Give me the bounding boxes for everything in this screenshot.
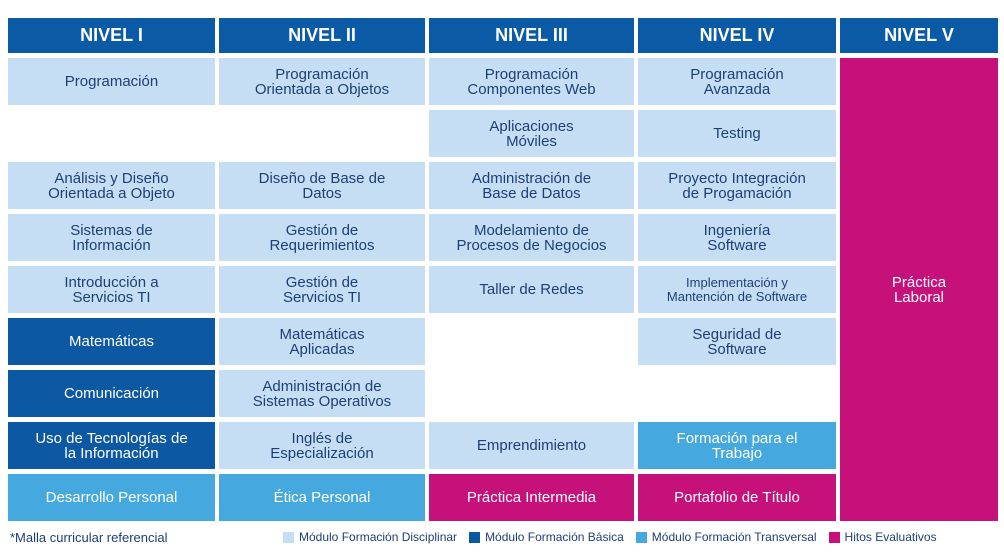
course-cell: Administración de Base de Datos [429, 162, 634, 209]
legend-label: Módulo Formación Básica [485, 530, 624, 544]
legend-item-hitos: Hitos Evaluativos [828, 530, 937, 544]
header-nivel-2: NIVEL II [219, 18, 425, 53]
course-cell: Ingeniería Software [638, 214, 836, 261]
course-cell: Uso de Tecnologías de la Información [8, 422, 215, 469]
legend-swatch [635, 531, 647, 543]
header-nivel-4: NIVEL IV [638, 18, 836, 53]
course-cell: Seguridad de Software [638, 318, 836, 365]
header-nivel-3: NIVEL III [429, 18, 634, 53]
course-cell: Análisis y Diseño Orientada a Objeto [8, 162, 215, 209]
legend-label: Módulo Formación Transversal [651, 530, 817, 544]
course-cell: Gestión de Servicios TI [219, 266, 425, 313]
course-cell: Comunicación [8, 370, 215, 417]
course-cell: Gestión de Requerimientos [219, 214, 425, 261]
legend-item-basica: Módulo Formación Básica [469, 530, 624, 544]
course-cell: Administración de Sistemas Operativos [219, 370, 425, 417]
course-cell: Implementación y Mantención de Software [638, 266, 836, 313]
legend-swatch [828, 531, 840, 543]
course-cell: Programación Avanzada [638, 58, 836, 105]
milestone-cell: Práctica Laboral [840, 58, 998, 521]
course-cell: Matemáticas Aplicadas [219, 318, 425, 365]
header-nivel-5: NIVEL V [840, 18, 998, 53]
course-cell: Programación Orientada a Objetos [219, 58, 425, 105]
legend-item-transversal: Módulo Formación Transversal [635, 530, 817, 544]
course-cell: Desarrollo Personal [8, 474, 215, 521]
course-cell: Sistemas de Información [8, 214, 215, 261]
course-cell: Programación Componentes Web [429, 58, 634, 105]
legend: Módulo Formación Disciplinar Módulo Form… [283, 530, 937, 544]
legend-item-disciplinar: Módulo Formación Disciplinar [283, 530, 457, 544]
legend-swatch [283, 531, 294, 543]
curriculum-grid: NIVEL I NIVEL II NIVEL III NIVEL IV NIVE… [8, 18, 998, 521]
course-cell: Testing [638, 110, 836, 157]
legend-swatch [469, 531, 481, 543]
course-cell: Matemáticas [8, 318, 215, 365]
milestone-cell: Práctica Intermedia [429, 474, 634, 521]
course-cell: Aplicaciones Móviles [429, 110, 634, 157]
legend-label: Módulo Formación Disciplinar [299, 530, 458, 544]
course-cell: Programación [8, 58, 215, 105]
course-cell: Emprendimiento [429, 422, 634, 469]
course-cell: Proyecto Integración de Progamación [638, 162, 836, 209]
course-cell: Diseño de Base de Datos [219, 162, 425, 209]
milestone-cell: Portafolio de Título [638, 474, 836, 521]
course-cell: Taller de Redes [429, 266, 634, 313]
course-cell: Ética Personal [219, 474, 425, 521]
course-cell: Modelamiento de Procesos de Negocios [429, 214, 634, 261]
footnote: *Malla curricular referencial [10, 530, 168, 545]
header-nivel-1: NIVEL I [8, 18, 215, 53]
course-cell: Introducción a Servicios TI [8, 266, 215, 313]
course-cell: Inglés de Especialización [219, 422, 425, 469]
legend-label: Hitos Evaluativos [844, 530, 937, 544]
course-cell: Formación para el Trabajo [638, 422, 836, 469]
